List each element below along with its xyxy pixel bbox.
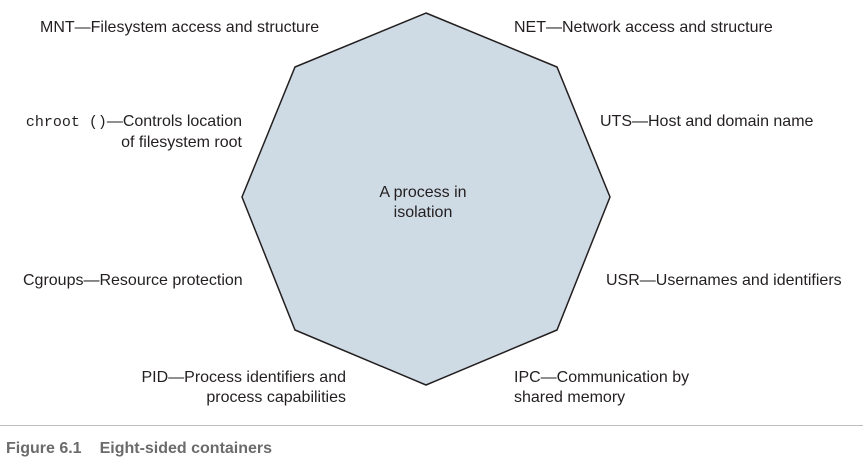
label-ipc: IPC—Communication by shared memory <box>514 368 689 408</box>
label-chroot: chroot ()—Controls location of filesyste… <box>4 112 242 153</box>
label-mnt: MNT—Filesystem access and structure <box>40 19 320 36</box>
center-label: A process in isolation <box>353 183 493 223</box>
octagon-shape <box>241 12 611 386</box>
chroot-code: chroot () <box>25 114 107 131</box>
label-uts: UTS—Host and domain name <box>600 113 814 130</box>
label-ipc-line2: shared memory <box>514 389 626 406</box>
label-pid-line2: process capabilities <box>206 389 346 406</box>
figure-number: Figure 6.1 <box>6 440 82 457</box>
center-label-line1: A process in <box>379 184 467 201</box>
label-chroot-line1: chroot ()—Controls location <box>4 112 242 133</box>
chroot-text-line1: —Controls location <box>106 113 242 130</box>
label-chroot-line2: of filesystem root <box>121 134 242 151</box>
figure-title: Eight-sided containers <box>99 440 273 457</box>
caption-divider <box>0 425 863 426</box>
label-pid: PID—Process identifiers and process capa… <box>100 368 346 408</box>
center-label-line2: isolation <box>393 204 453 221</box>
label-usr: USR—Usernames and identifiers <box>606 272 842 289</box>
label-pid-line1: PID—Process identifiers and <box>141 369 346 386</box>
figure-caption: Figure 6.1 Eight-sided containers <box>6 440 272 458</box>
label-net: NET—Network access and structure <box>514 19 773 36</box>
label-cgroups: Cgroups—Resource protection <box>23 272 243 289</box>
label-ipc-line1: IPC—Communication by <box>514 369 690 386</box>
